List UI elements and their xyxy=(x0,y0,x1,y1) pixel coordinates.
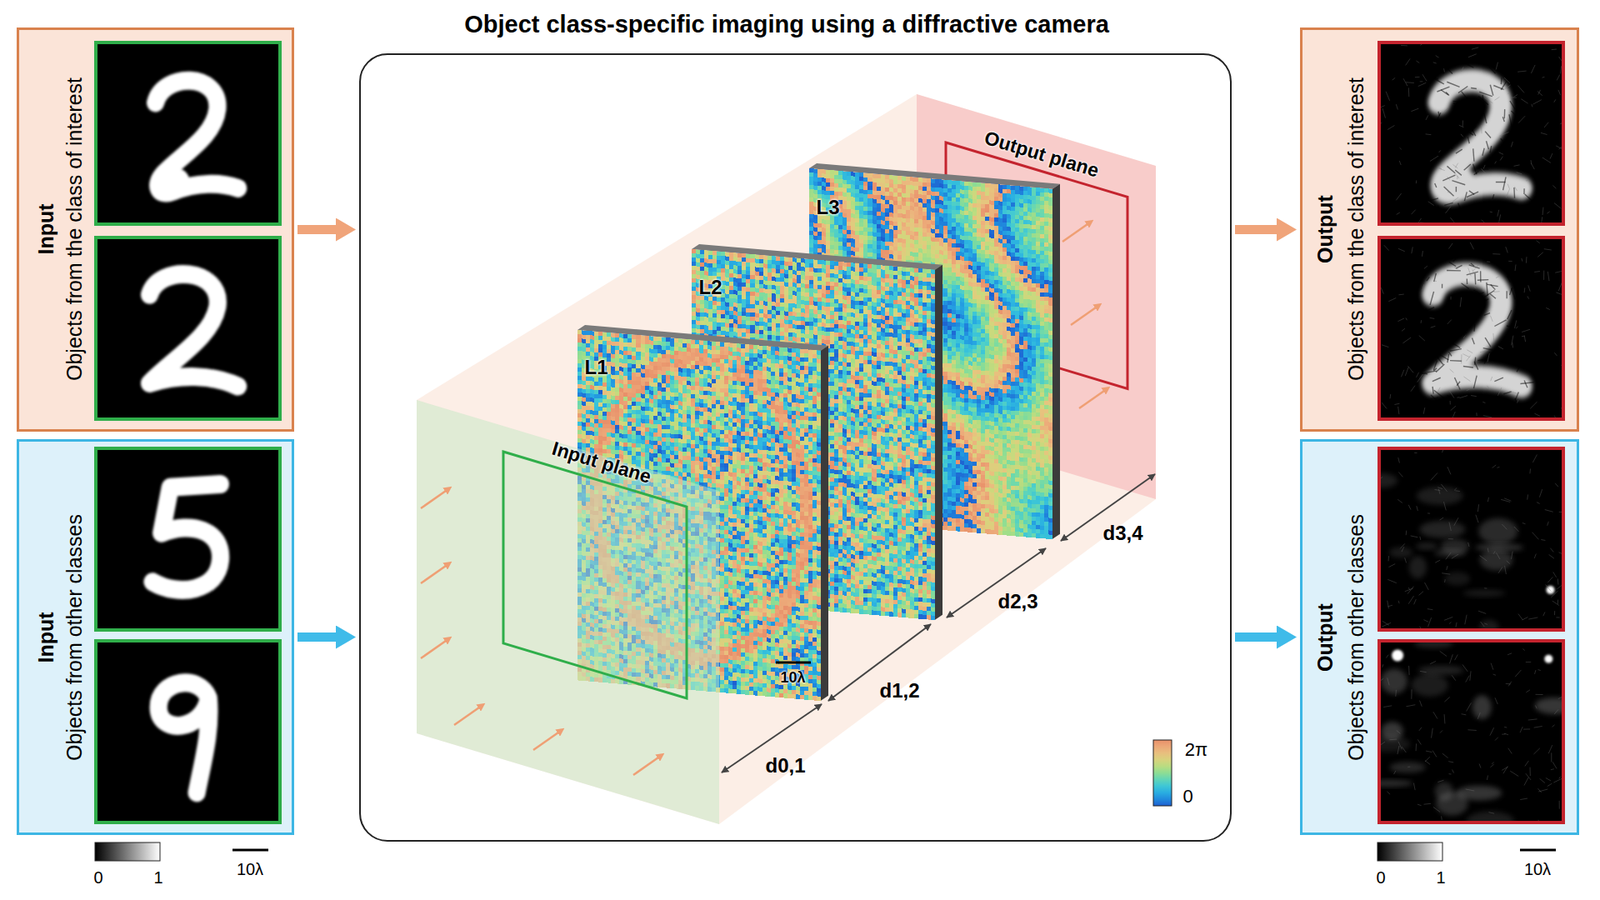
figure-stage: InputObjects from the class of interestI… xyxy=(0,0,1600,900)
